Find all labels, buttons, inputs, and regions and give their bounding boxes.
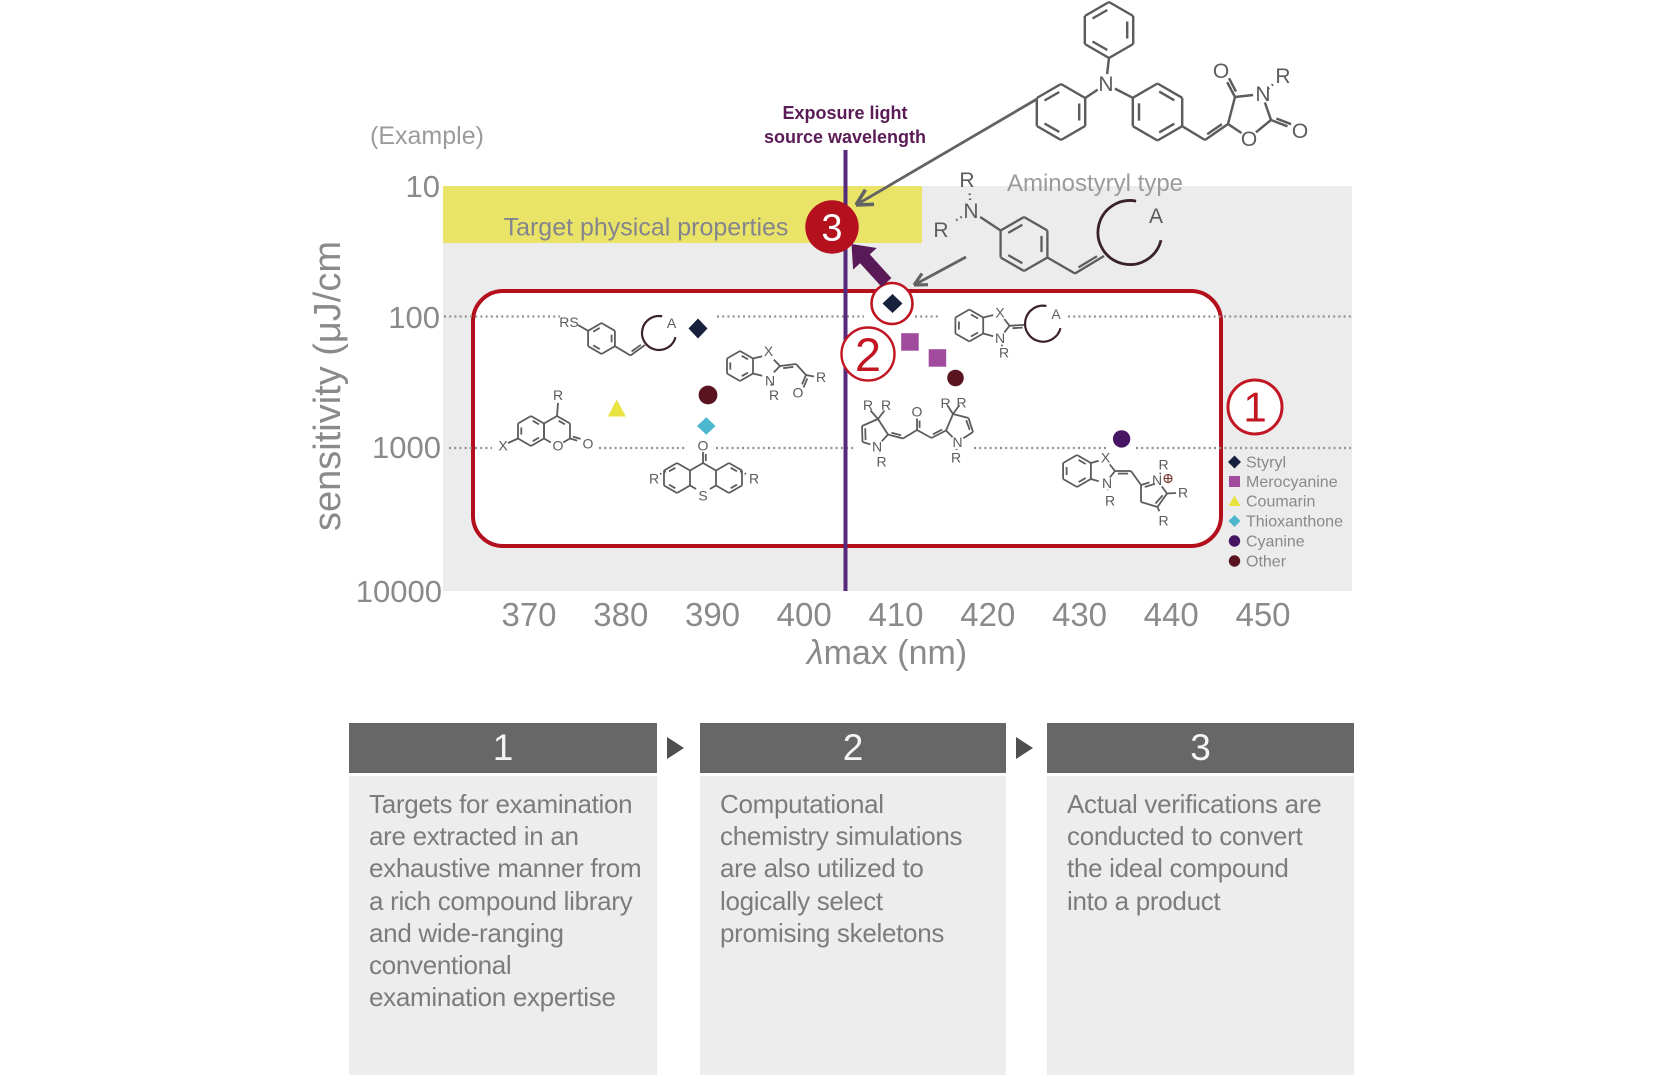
svg-text:R: R [956,395,966,411]
svg-text:N: N [1255,83,1270,106]
svg-text:410: 410 [868,596,923,633]
svg-text:R: R [649,471,659,487]
svg-text:O: O [583,436,594,452]
svg-text:N: N [872,439,882,455]
svg-text:A: A [1149,205,1163,228]
svg-text:R: R [933,219,948,242]
svg-text:X: X [995,305,1005,321]
svg-text:N: N [995,330,1005,346]
svg-text:sensitivity (μJ/cm: sensitivity (μJ/cm [307,241,349,531]
svg-text:430: 430 [1052,596,1107,633]
svg-text:N: N [1098,73,1113,96]
svg-text:390: 390 [685,596,740,633]
svg-text:R: R [1105,493,1115,509]
svg-text:3: 3 [821,208,842,250]
svg-text:R: R [553,387,563,403]
svg-text:Other: Other [1246,554,1287,571]
svg-text:source wavelength: source wavelength [764,127,926,147]
svg-text:R: R [1178,485,1188,501]
svg-text:R: R [816,369,826,385]
svg-text:O: O [912,404,923,420]
svg-text:O: O [698,438,709,454]
svg-text:R: R [1275,65,1290,88]
svg-text:N: N [963,200,978,223]
svg-text:O: O [793,385,804,401]
svg-text:1000: 1000 [372,430,441,465]
svg-text:λmax (nm): λmax (nm) [805,634,967,672]
svg-text:A: A [667,315,677,331]
svg-text:R: R [881,397,891,413]
svg-text:10000: 10000 [356,574,442,609]
svg-text:N: N [952,434,962,450]
svg-text:1: 1 [1243,384,1266,431]
svg-text:Styryl: Styryl [1246,455,1286,472]
svg-text:R: R [876,454,886,470]
svg-text:100: 100 [388,300,440,335]
svg-text:A: A [1051,306,1061,322]
svg-text:S: S [698,488,707,504]
svg-text:(Example): (Example) [370,122,484,150]
svg-text:N: N [1102,475,1112,491]
svg-text:10: 10 [406,169,440,204]
svg-text:380: 380 [593,596,648,633]
svg-text:N: N [765,373,775,389]
svg-text:Thioxanthone: Thioxanthone [1246,514,1343,531]
svg-text:O: O [1241,128,1257,151]
svg-text:440: 440 [1144,596,1199,633]
svg-text:420: 420 [960,596,1015,633]
svg-text:Coumarin: Coumarin [1246,494,1315,511]
svg-text:X: X [1101,450,1111,466]
svg-text:R: R [1158,513,1168,529]
svg-text:X: X [764,343,774,359]
svg-text:O: O [553,438,564,454]
svg-text:450: 450 [1235,596,1290,633]
svg-text:Merocyanine: Merocyanine [1246,474,1338,491]
svg-text:RS: RS [559,314,578,330]
svg-text:400: 400 [777,596,832,633]
svg-text:O: O [1292,120,1308,143]
svg-text:R: R [769,387,779,403]
svg-text:X: X [498,438,508,454]
svg-text:N: N [1152,472,1162,488]
svg-text:R: R [959,169,974,192]
svg-text:370: 370 [501,596,556,633]
svg-text:2: 2 [855,328,881,381]
svg-text:Aminostyryl type: Aminostyryl type [1007,170,1183,197]
svg-text:R: R [940,395,950,411]
svg-text:O: O [1213,60,1229,83]
svg-text:R: R [951,450,961,466]
svg-text:R: R [749,471,759,487]
svg-text:R: R [1158,457,1168,473]
svg-text:R: R [999,345,1009,361]
svg-text:Exposure light: Exposure light [782,103,907,123]
svg-text:Target physical properties: Target physical properties [504,214,789,242]
svg-text:Cyanine: Cyanine [1246,534,1305,551]
svg-text:R: R [863,397,873,413]
